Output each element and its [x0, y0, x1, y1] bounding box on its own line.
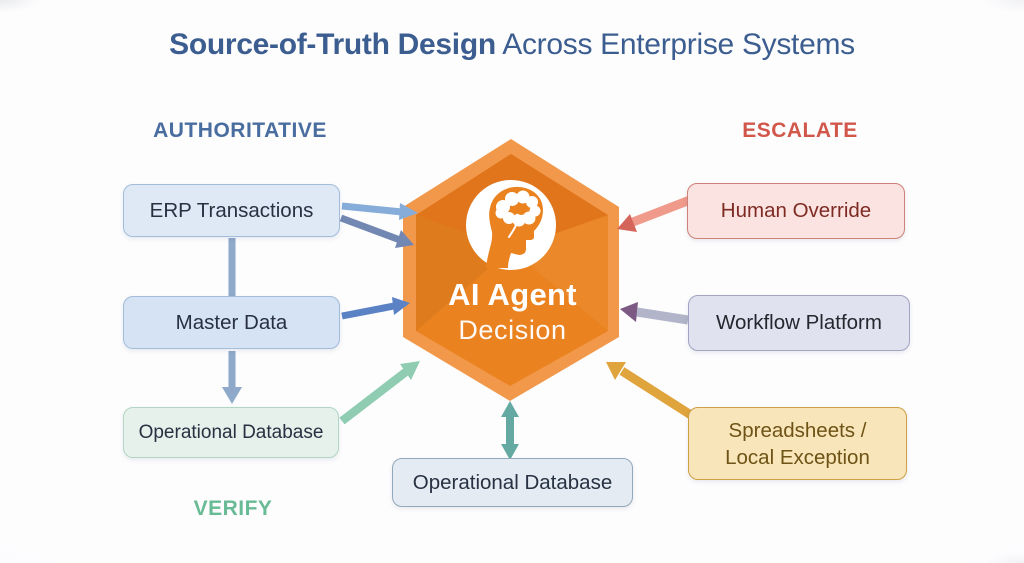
node-master-data: Master Data [123, 296, 340, 349]
node-spreadsheets-line2: Local Exception [725, 445, 870, 469]
node-opdb-bottom-label: Operational Database [412, 470, 613, 494]
ai-agent-badge: AI Agent Decision [393, 131, 632, 413]
page-title-rest: Across Enterprise Systems [495, 28, 855, 61]
node-erp-label: ERP Transactions [149, 198, 314, 222]
page-title: Source-of-Truth Design Across Enterprise… [0, 28, 1024, 62]
node-workflow-platform: Workflow Platform [688, 295, 910, 351]
node-erp-transactions: ERP Transactions [123, 184, 340, 237]
node-workflow-label: Workflow Platform [716, 311, 882, 334]
node-human-override: Human Override [687, 183, 905, 239]
node-human-override-label: Human Override [720, 199, 872, 222]
label-verify: VERIFY [193, 497, 273, 520]
node-spreadsheets-line1: Spreadsheets / [728, 418, 867, 442]
node-opdb-left-label: Operational Database [138, 421, 324, 443]
badge-title: AI Agent [448, 277, 577, 312]
badge-subtitle: Decision [458, 315, 567, 345]
arrow-master-to-opdb [222, 351, 242, 404]
brain-head-icon [466, 180, 556, 270]
label-authoritative: AUTHORITATIVE [153, 119, 327, 142]
hexagon-badge-graphic [403, 139, 619, 401]
page-title-bold: Source-of-Truth Design [169, 28, 496, 61]
label-escalate: ESCALATE [742, 119, 858, 142]
node-spreadsheets-local-exception: Spreadsheets / Local Exception [688, 407, 907, 480]
node-operational-database-left: Operational Database [123, 407, 339, 458]
node-master-label: Master Data [175, 310, 288, 334]
node-operational-database-bottom: Operational Database [392, 458, 633, 507]
